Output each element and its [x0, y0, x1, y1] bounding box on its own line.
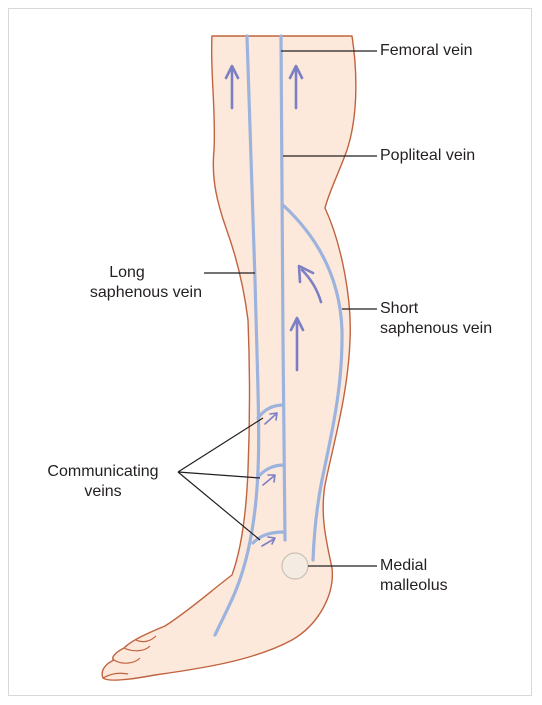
label-popliteal-vein: Popliteal vein: [380, 146, 475, 166]
label-long-saphenous-vein: Long saphenous vein: [52, 263, 202, 303]
label-short-saphenous-vein: Short saphenous vein: [380, 299, 492, 339]
label-medial-malleolus: Medial malleolus: [380, 556, 448, 596]
leg-outline: [102, 36, 356, 680]
label-femoral-vein: Femoral vein: [380, 41, 472, 61]
medial-malleolus-marker: [282, 553, 308, 579]
label-communicating-veins: Communicating veins: [28, 462, 178, 502]
